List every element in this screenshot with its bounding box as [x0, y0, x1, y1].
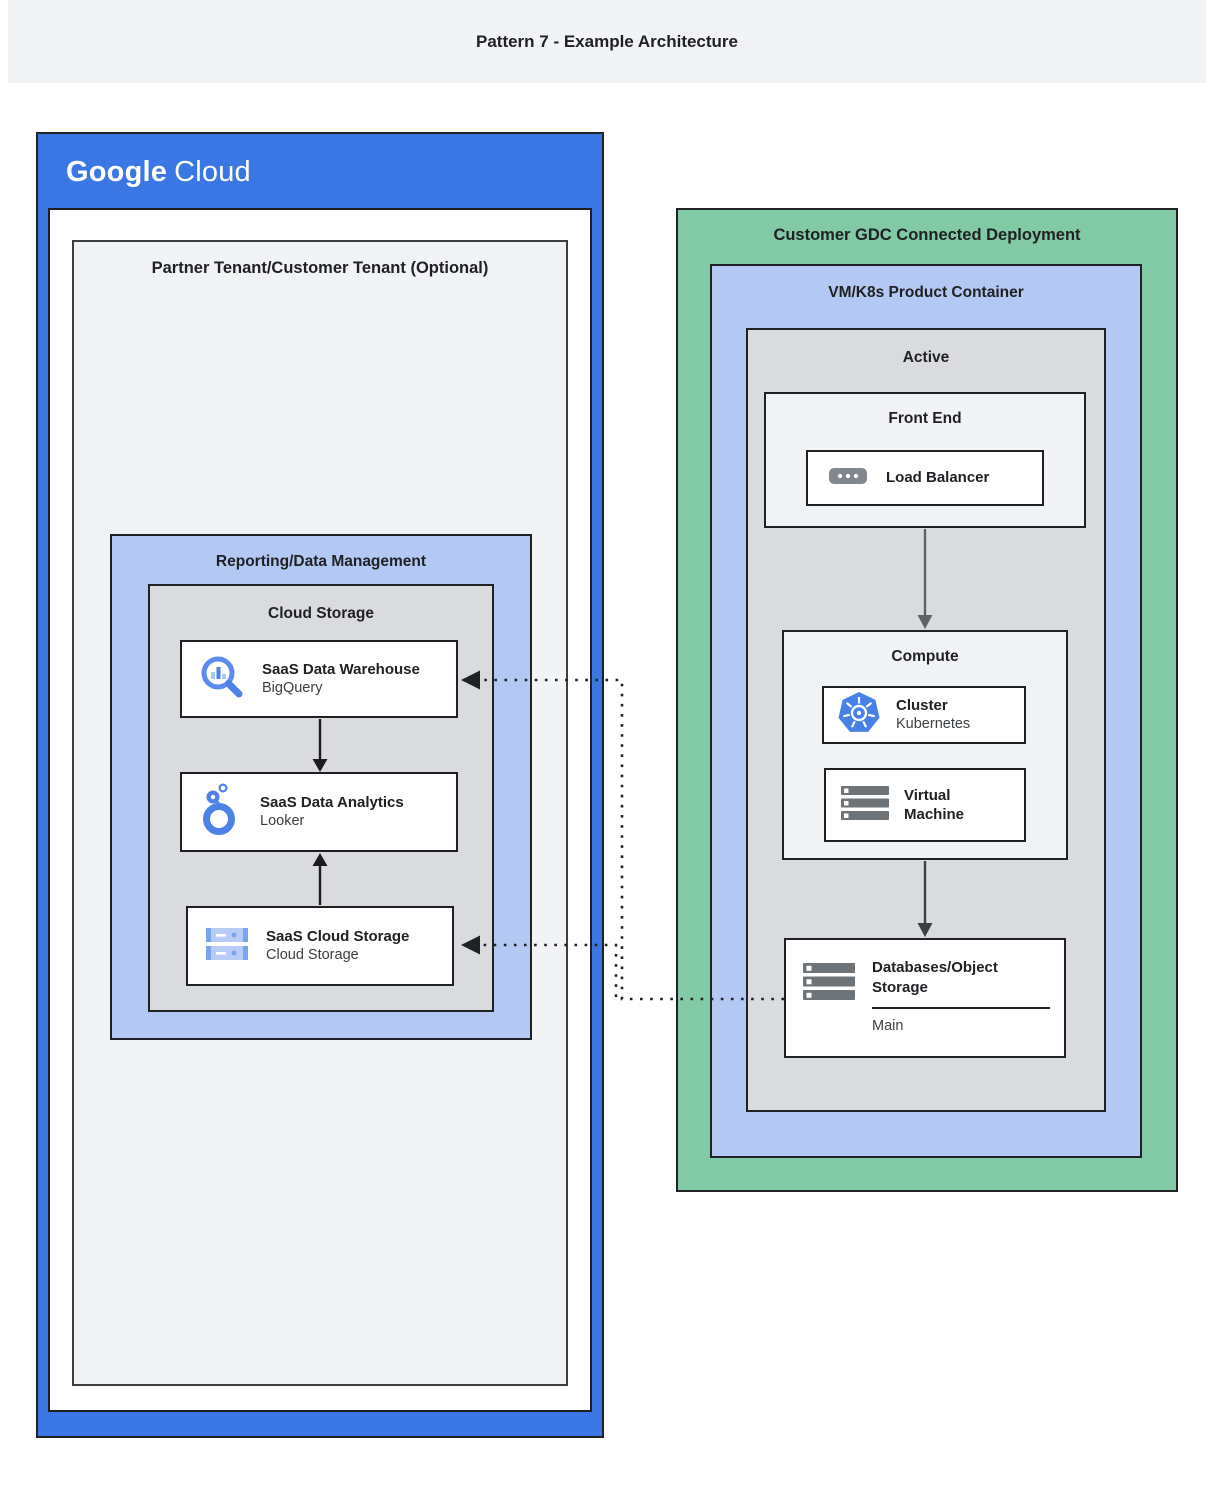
- saas-cloud-storage-card: SaaS Cloud Storage Cloud Storage: [186, 906, 454, 986]
- card-title: SaaS Data Warehouse: [262, 660, 420, 678]
- card-divider: [872, 1007, 1050, 1009]
- reporting-label: Reporting/Data Management: [215, 553, 427, 570]
- cluster-card: Cluster Kubernetes: [822, 686, 1026, 744]
- load-balancer-icon: [828, 467, 868, 490]
- saas-data-warehouse-card: SaaS Data Warehouse BigQuery: [180, 640, 458, 718]
- logo-cloud: Cloud: [174, 156, 251, 188]
- front-end-label: Front End: [888, 410, 962, 427]
- card-title: Virtual Machine: [904, 786, 965, 824]
- cloud-storage-icon: [204, 924, 250, 969]
- card-subtitle: Cloud Storage: [266, 947, 359, 964]
- card-subtitle: BigQuery: [262, 680, 323, 697]
- card-title: SaaS Cloud Storage: [266, 927, 410, 945]
- cloud-storage-group-label: Cloud Storage: [268, 605, 374, 622]
- active-label: Active: [902, 349, 950, 366]
- virtual-machine-card: Virtual Machine: [824, 768, 1026, 842]
- card-subtitle: Kubernetes: [896, 716, 971, 733]
- virtual-machine-icon: [840, 784, 890, 827]
- header-bar: Pattern 7 - Example Architecture: [8, 0, 1206, 83]
- logo-google: Google: [66, 156, 168, 188]
- card-subtitle: Looker: [260, 813, 305, 830]
- card-title: SaaS Data Analytics: [260, 793, 404, 811]
- card-title: Databases/Object Storage: [872, 959, 998, 996]
- gdc-label: Customer GDC Connected Deployment: [773, 226, 1081, 244]
- databases-object-storage-card: Databases/Object Storage Main: [784, 938, 1066, 1058]
- saas-data-analytics-card: SaaS Data Analytics Looker: [180, 772, 458, 852]
- page-title: Pattern 7 - Example Architecture: [475, 31, 738, 51]
- card-title: Load Balancer: [886, 469, 990, 487]
- card-footer: Main: [872, 1018, 904, 1034]
- bigquery-icon: [198, 653, 246, 706]
- kubernetes-icon: [836, 690, 882, 741]
- looker-icon: [198, 782, 244, 842]
- server-stack-icon: [802, 961, 856, 1008]
- compute-label: Compute: [891, 648, 959, 665]
- card-title: Cluster: [896, 696, 948, 714]
- partner-tenant-label: Partner Tenant/Customer Tenant (Optional…: [151, 259, 489, 277]
- load-balancer-card: Load Balancer: [806, 450, 1044, 506]
- vmk8s-label: VM/K8s Product Container: [828, 284, 1024, 301]
